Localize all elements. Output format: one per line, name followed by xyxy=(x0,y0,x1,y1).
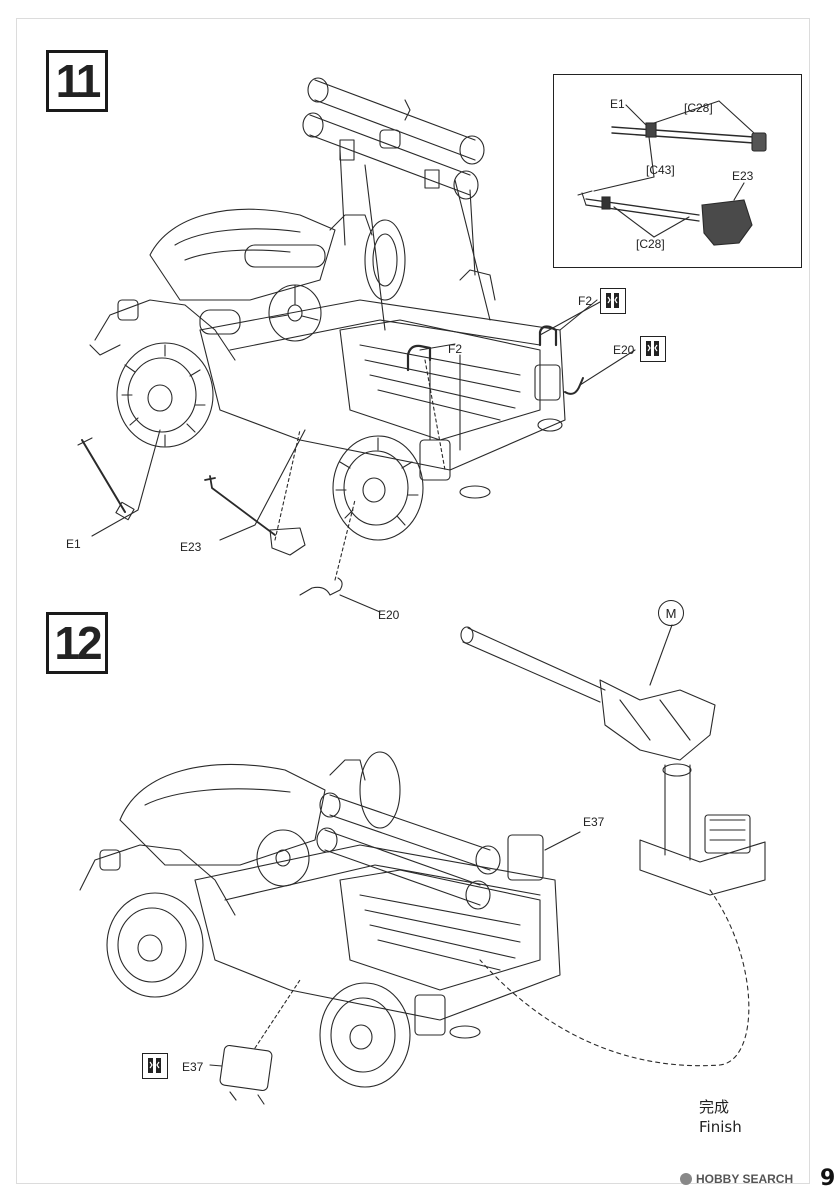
step12-vehicle xyxy=(79,751,581,1105)
step12-mount xyxy=(460,624,766,1067)
cement-glue-icon xyxy=(640,336,666,362)
label-inset-e23: E23 xyxy=(732,169,754,183)
step-11-box: 11 xyxy=(46,50,108,112)
cement-glue-icon xyxy=(142,1053,168,1079)
page-number: 9 xyxy=(820,1166,836,1191)
watermark-text: HOBBY SEARCH xyxy=(696,1172,794,1186)
label-e1: E1 xyxy=(66,537,81,551)
finish-jp: 完成 xyxy=(699,1098,730,1116)
subassembly-m-marker: M xyxy=(658,600,684,626)
detail-inset: E1 [C28] [C43] E23 [C28] xyxy=(553,74,802,268)
cement-glue-icon xyxy=(600,288,626,314)
step-12-number: 12 xyxy=(54,617,102,669)
label-inset-c43: [C43] xyxy=(646,163,675,177)
label-e20-b: E20 xyxy=(378,608,400,622)
step11-rifle xyxy=(302,77,485,200)
label-m: M xyxy=(665,605,677,621)
label-e23: E23 xyxy=(180,540,202,554)
inset-drawing xyxy=(577,100,767,246)
label-f2-a: F2 xyxy=(578,294,593,308)
page-border xyxy=(16,18,810,1184)
step-11-number: 11 xyxy=(55,55,102,107)
label-e20-a: E20 xyxy=(613,343,635,357)
label-e37-a: E37 xyxy=(583,815,605,829)
label-inset-c28-bottom: [C28] xyxy=(636,237,665,251)
label-e37-b: E37 xyxy=(182,1060,204,1074)
step11-vehicle xyxy=(89,149,636,541)
label-inset-c28-top: [C28] xyxy=(684,101,713,115)
step-12-box: 12 xyxy=(46,612,108,674)
watermark: HOBBY SEARCH xyxy=(680,1172,793,1186)
step11-loose-parts xyxy=(77,429,381,613)
label-inset-e1: E1 xyxy=(610,97,625,111)
finish-en: Finish xyxy=(699,1118,742,1136)
finish-label: 完成 Finish xyxy=(699,1097,742,1137)
label-f2-b: F2 xyxy=(448,342,463,356)
hobby-search-logo-icon xyxy=(680,1173,692,1185)
